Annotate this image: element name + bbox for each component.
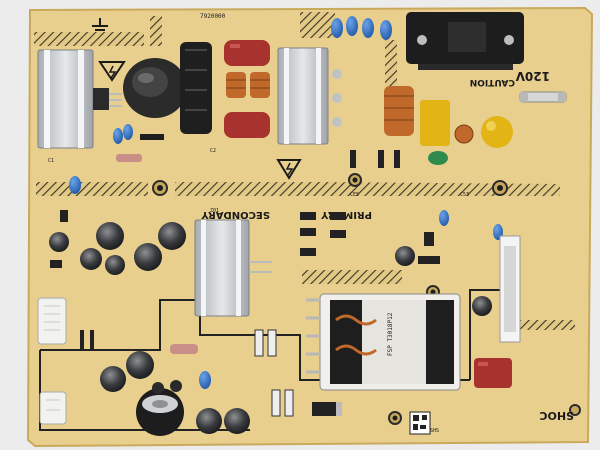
electrolytic-capacitors [49,222,492,436]
caution-label: CAUTION [470,77,515,87]
hatched-isolation-bands [34,12,575,330]
svg-text:C2: C2 [210,148,216,154]
left-heatsink [37,49,122,149]
high-voltage-warning-icon [98,61,302,180]
svg-text:C53: C53 [460,192,469,198]
svg-text:Z01: Z01 [210,208,219,214]
output-connectors [37,297,67,425]
svg-text:FSP T3018P12: FSP T3018P12 [387,312,394,356]
silkscreen-labels: 120V CAUTION SECONDARY PRIMARY SHOC [201,69,574,422]
common-mode-choke [123,42,212,134]
fuse [519,91,567,103]
ac-input-connector [406,12,524,70]
secondary-heatsink [194,219,272,317]
x-capacitors [224,40,270,138]
qr-code [409,411,431,435]
svg-text:SHS: SHS [430,428,439,434]
main-transformer: FSP T3018P12 [306,293,461,391]
input-filter-parts [384,86,513,165]
reference-designators: 7920000 C1 C2 CE5 C53 Z01 SHS [48,13,469,434]
svg-text:CE5: CE5 [350,192,359,198]
primary-label: PRIMARY [320,209,372,220]
red-film-capacitor [474,358,512,388]
small-components [50,124,503,417]
y-capacitors-row [331,16,392,40]
ground-symbol-icon [92,18,108,31]
input-inductors [226,72,270,98]
label-sticker [499,235,521,343]
voltage-label: 120V [515,69,550,83]
svg-text:C1: C1 [48,158,54,164]
shock-label: SHOC [539,409,574,422]
svg-text:7920000: 7920000 [200,13,226,20]
bridge-heatsink [277,47,342,145]
secondary-label: SECONDARY [201,209,270,220]
